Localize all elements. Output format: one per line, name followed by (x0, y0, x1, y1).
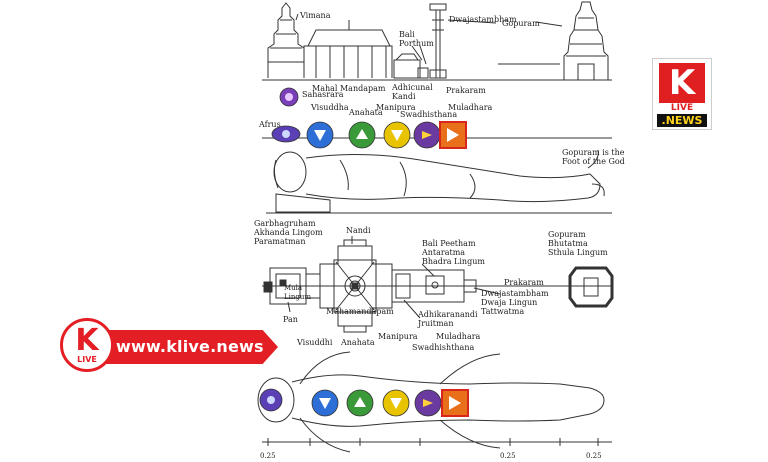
visuddha-chakra-icon (306, 121, 334, 149)
label-vimana: Vimana (300, 11, 331, 20)
muladhara-chakra-icon-bottom (441, 389, 469, 417)
ruler (262, 438, 612, 446)
swadhishthana-chakra-icon (414, 389, 442, 417)
muladhara-chakra-icon (439, 121, 467, 149)
logo-news-text: .NEWS (657, 114, 707, 127)
label-visuddhi: Visuddhi (297, 338, 333, 347)
temple-plan (262, 236, 614, 333)
label-anahata-bottom: Anahata (341, 338, 375, 347)
label-gopuram-top: Gopuram (502, 19, 540, 28)
label-dwajastambham-top: Dwajastambham (449, 15, 517, 24)
crown-chakra-icon (259, 388, 283, 412)
ruler-label-mid: 0.25 (500, 452, 516, 460)
banner-url[interactable]: www.klive.news (116, 337, 264, 356)
visuddhi-chakra-icon (311, 389, 339, 417)
banner-logo-circle: K LIVE (60, 318, 114, 372)
figure-bottom (257, 351, 605, 453)
label-adhicunal-kandi: Adhicunal Kandi (392, 83, 433, 101)
label-pan: Pan (283, 315, 298, 324)
logo-k-letter: K (659, 63, 705, 103)
afrus-chakra-icon (271, 125, 301, 143)
manipura-chakra-icon-bottom (382, 389, 410, 417)
label-bali-porthum: Bali Porthum (399, 30, 434, 48)
label-swadhishthana: Swadhishthana (412, 343, 475, 352)
swadhisthana-chakra-icon (413, 121, 441, 149)
klive-banner[interactable]: www.klive.news K LIVE (60, 318, 280, 376)
chakra-row-bottom (259, 388, 469, 417)
label-prakaram-top: Prakaram (446, 86, 486, 95)
label-garbhagruham: Garbhagruham Akhanda Lingom Paramatman (254, 219, 323, 246)
label-manipura-bottom: Manipura (378, 332, 418, 341)
temple-elevation (262, 1, 612, 81)
label-dwajastambham-plan: Dwajastambham Dwaja Lingun Tattwatma (481, 289, 549, 316)
ruler-label-right: 0.25 (586, 452, 602, 460)
chakra-row-top (271, 87, 467, 149)
banner-live-text: LIVE (77, 355, 97, 364)
label-muladhara-bottom: Muladhara (436, 332, 481, 341)
label-mahamandapam: Mahamandapam (326, 307, 394, 316)
label-mahal-mandapam: Mahal Mandapam (312, 84, 386, 93)
label-mula-lingum: Mula Lingum (284, 284, 312, 301)
label-gopuram-plan: Gopuram Bhutatma Sthula Lingum (548, 230, 608, 257)
label-bali-peetham: Bali Peetham Antaratma Bhadra Lingum (422, 239, 485, 266)
banner-bar (86, 330, 278, 364)
label-adhikaranandi: Adhikaranandi Jruitman (418, 310, 478, 328)
reclining-figure-top (262, 137, 612, 214)
logo-live-text: LIVE (670, 103, 694, 113)
label-sahasrara: Sahasrara (302, 90, 344, 99)
sahasrara-icon (279, 87, 299, 107)
label-visuddha: Visuddha (311, 103, 349, 112)
label-muladhara-top: Muladhara (448, 103, 493, 112)
label-swadhisthana-top: Swadhisthana (400, 110, 458, 119)
manipura-chakra-icon (383, 121, 411, 149)
label-afrus: Afrus (259, 120, 281, 129)
banner-k-letter: K (75, 323, 99, 358)
label-gopuram-foot: Gopuram is the Foot of the God (562, 148, 625, 166)
anahata-chakra-icon (348, 121, 376, 149)
label-anahata-top: Anahata (349, 108, 383, 117)
anahata-chakra-icon-bottom (346, 389, 374, 417)
label-manipura-top: Manipura (376, 103, 416, 112)
label-nandi: Nandi (346, 226, 371, 235)
ruler-label-left: 0.25 (260, 452, 276, 460)
klive-logo[interactable]: K LIVE .NEWS (652, 58, 712, 130)
label-prakaram-plan: Prakaram (504, 278, 544, 287)
